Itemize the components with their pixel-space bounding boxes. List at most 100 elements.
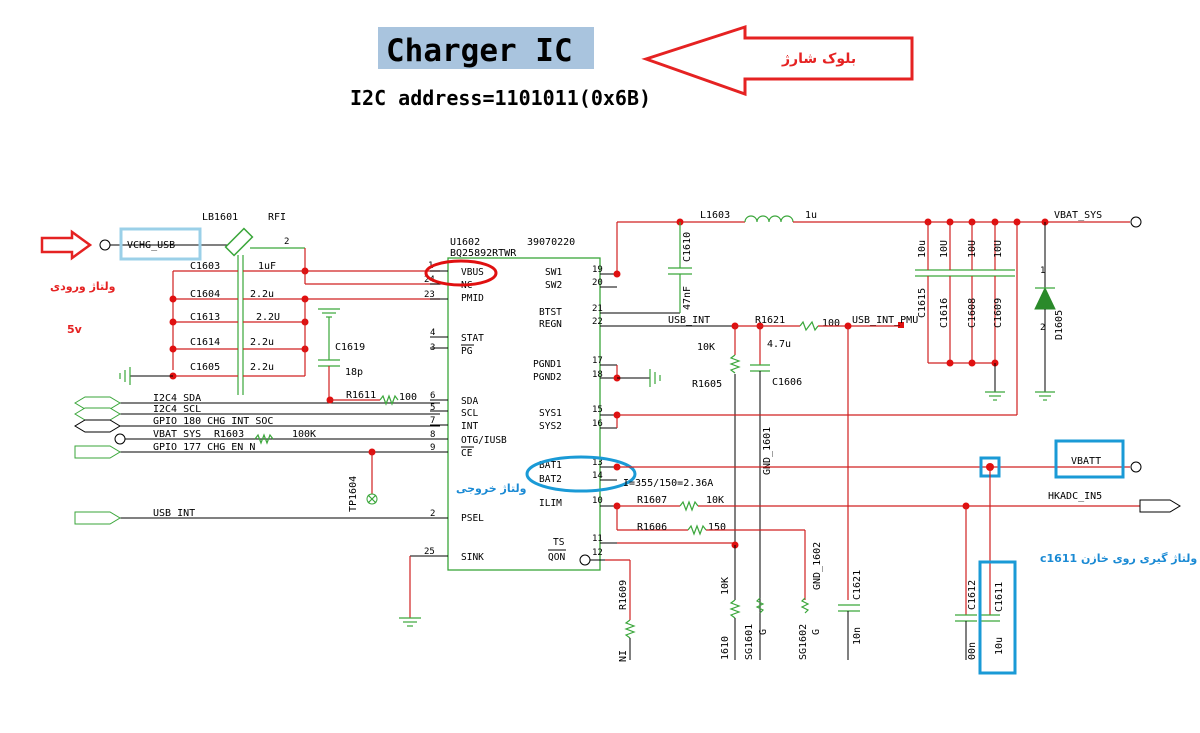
c1615-ref: C1615 xyxy=(917,288,928,318)
net-gnd-1602: GND_1602 xyxy=(812,542,823,590)
net-vbat-sys: VBAT_SYS xyxy=(1054,210,1102,221)
pin-num-11: 11 xyxy=(592,534,603,544)
pin-num-25: 25 xyxy=(424,547,435,557)
c1619-value: 18p xyxy=(345,367,363,378)
net-hkadc: HKADC_IN5 xyxy=(1048,491,1102,502)
sg1602-ref: SG1602 xyxy=(798,624,809,660)
pin-pgnd2: PGND2 xyxy=(533,372,562,383)
pin-int: INT xyxy=(461,421,478,432)
vchg-connector xyxy=(99,239,111,251)
pin-psel: PSEL xyxy=(461,513,484,524)
pin-num-23: 23 xyxy=(424,290,435,300)
c1610-ref: C1610 xyxy=(682,232,693,262)
pin-num-8: 8 xyxy=(430,430,435,440)
r1603-ref: R1603 xyxy=(214,429,244,440)
c1608-value: 10U xyxy=(967,240,978,258)
c1616-ref: C1616 xyxy=(939,298,950,328)
r1610-value: 10K xyxy=(720,577,731,595)
pin-pg: PG xyxy=(461,346,473,357)
c1604-value: 2.2u xyxy=(250,289,274,300)
pin-num-21: 21 xyxy=(592,304,603,314)
net-usb-int-pmu: USB_INT_PMU xyxy=(852,315,918,326)
pin-ts: TS xyxy=(553,537,565,548)
pin-bat2: BAT2 xyxy=(539,474,562,485)
c1609-value: 10U xyxy=(993,240,1004,258)
r1603-value: 100K xyxy=(292,429,316,440)
sg1601-g: G xyxy=(758,629,769,635)
pin-sys1: SYS1 xyxy=(539,408,562,419)
c1621-value: 10n xyxy=(852,627,863,645)
title-highlight xyxy=(378,27,594,69)
pin-num-19: 19 xyxy=(592,265,603,275)
r1610-ref: 1610 xyxy=(720,636,731,660)
vbus-highlight xyxy=(424,259,498,287)
r1603-symbol xyxy=(254,433,274,445)
r1621-ref: R1621 xyxy=(755,315,785,326)
r1611-ref: R1611 xyxy=(346,390,376,401)
c1612-value: 00n xyxy=(967,642,978,660)
pin-ce: CE xyxy=(461,448,473,459)
pin-num-6: 6 xyxy=(430,391,435,401)
ic-part: BQ25892RTWR xyxy=(450,248,517,259)
c1614-value: 2.2u xyxy=(250,337,274,348)
r1606-ref: R1606 xyxy=(637,522,667,533)
net-vbatt: VBATT xyxy=(1071,456,1101,467)
pin-btst: BTST xyxy=(539,307,562,318)
net-usb-int: USB_INT xyxy=(668,315,710,326)
c1615-value: 10u xyxy=(917,240,928,258)
net-gpio180: GPIO_180_CHG_INT_SOC xyxy=(153,416,273,427)
r1607-ref: R1607 xyxy=(637,495,667,506)
input-5v-label: 5v xyxy=(67,323,83,336)
c1603-value: 1uF xyxy=(258,261,276,272)
pin-num-16: 16 xyxy=(592,419,603,429)
net-vbat-sys-left: VBAT_SYS xyxy=(153,429,201,440)
c1604-ref: C1604 xyxy=(190,289,220,300)
c1611-value: 10u xyxy=(994,637,1005,655)
r1621-symbol xyxy=(799,320,819,332)
r1609-ref: R1609 xyxy=(618,580,629,610)
r1609-symbol xyxy=(624,619,636,639)
c1605-value: 2.2u xyxy=(250,362,274,373)
r1621-value: 100 xyxy=(822,318,840,329)
vbatt-connector xyxy=(1130,461,1142,473)
pin-num-13: 13 xyxy=(592,458,603,468)
block-arrow-icon xyxy=(641,24,914,97)
c1621-ref: C1621 xyxy=(852,570,863,600)
pin-vbus: VBUS xyxy=(461,267,484,278)
c1611-ref: C1611 xyxy=(994,582,1005,612)
c1605-ref: C1605 xyxy=(190,362,220,373)
c1611-measure-label: c1611 ولتاژ گیری روی خازن xyxy=(1040,552,1197,565)
output-voltage-label: ولتاژ خروجی xyxy=(456,482,527,495)
net-vchg-usb: VCHG_USB xyxy=(127,240,175,251)
lb1601-symbol xyxy=(224,227,254,257)
d1605-ref: D1605 xyxy=(1054,310,1065,340)
net-i2c4-scl: I2C4_SCL xyxy=(153,404,201,415)
ni-label: NI xyxy=(618,650,629,662)
pin-num-20: 20 xyxy=(592,278,603,288)
pin-qon: QON xyxy=(548,552,565,563)
pin-num-18: 18 xyxy=(592,370,603,380)
pin-num-7: 7 xyxy=(430,416,435,426)
pin-num-22: 22 xyxy=(592,317,603,327)
net-usb-int-left: USB_INT xyxy=(153,508,195,519)
d-pin1: 1 xyxy=(1040,266,1045,276)
pin-bat1: BAT1 xyxy=(539,460,562,471)
pin-num-15: 15 xyxy=(592,405,603,415)
input-voltage-label: ولتاژ ورودی xyxy=(50,280,116,293)
bat-highlight xyxy=(525,455,637,493)
c1609-ref: C1609 xyxy=(993,298,1004,328)
pin-sink: SINK xyxy=(461,552,484,563)
pin-pgnd1: PGND1 xyxy=(533,359,562,370)
r1611-symbol xyxy=(379,394,399,406)
lb-pin2: 2 xyxy=(284,237,289,247)
block-note: بلوک شارژ xyxy=(781,51,856,67)
c1613-value: 2.2U xyxy=(256,312,280,323)
net-gpio177: GPIO_177_CHG_EN_N xyxy=(153,442,255,453)
ilim-calc: I=355/150=2.36A xyxy=(623,478,713,489)
c1611-highlight xyxy=(978,560,1017,675)
sg1602-g: G xyxy=(811,629,822,635)
l1603-symbol xyxy=(744,215,794,223)
pin-ilim: ILIM xyxy=(539,498,562,509)
r1610-symbol xyxy=(729,599,741,619)
pin-sda: SDA xyxy=(461,396,478,407)
